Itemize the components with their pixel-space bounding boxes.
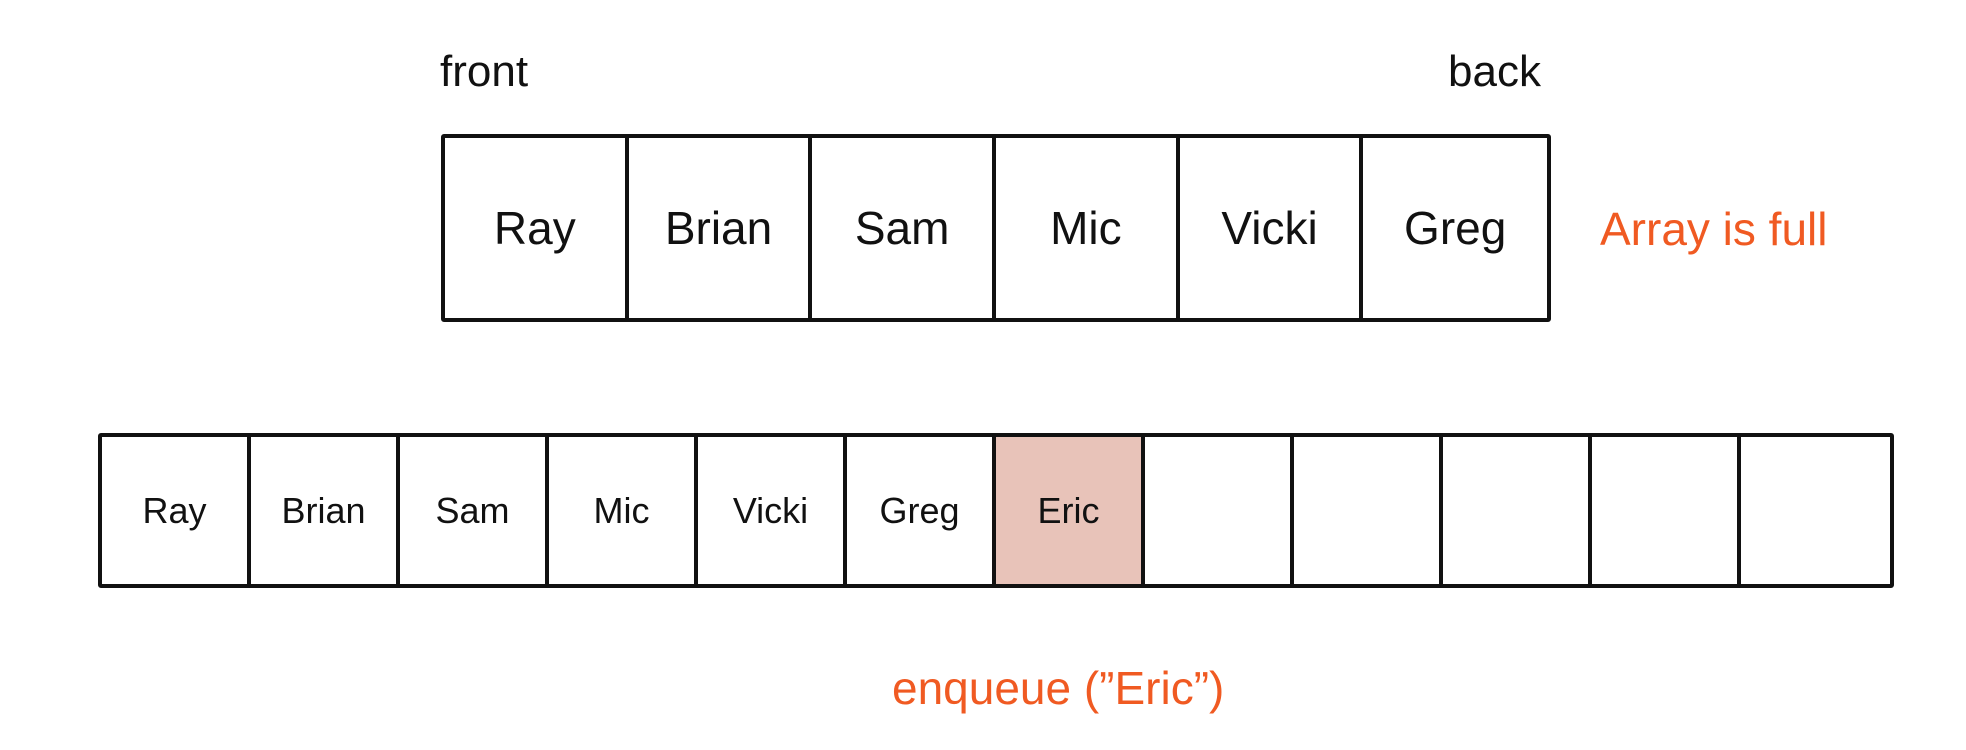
array-cell: Greg: [847, 437, 996, 584]
original-array: Ray Brian Sam Mic Vicki Greg: [441, 134, 1551, 322]
enqueue-operation-label: enqueue (”Eric”): [892, 662, 1225, 714]
array-cell-empty: [1294, 437, 1443, 584]
back-label: back: [1448, 47, 1541, 96]
array-cell: Brian: [251, 437, 400, 584]
array-cell: Vicki: [698, 437, 847, 584]
array-cell-empty: [1741, 437, 1890, 584]
array-cell: Ray: [445, 138, 629, 318]
array-cell-empty: [1592, 437, 1741, 584]
array-cell-empty: [1443, 437, 1592, 584]
array-cell: Greg: [1404, 202, 1507, 254]
array-cell: Vicki: [1180, 138, 1364, 318]
array-cell: Mic: [996, 138, 1180, 318]
array-cell: Brian: [629, 138, 813, 318]
array-cell: Mic: [549, 437, 698, 584]
array-cell: Sam: [400, 437, 549, 584]
front-label: front: [440, 47, 529, 96]
array-cell: Sam: [812, 138, 997, 318]
expanded-array: Ray Brian Sam Mic Vicki Greg Eric: [98, 433, 1894, 588]
array-cell: Ray: [102, 437, 251, 584]
array-cell-new: Eric: [996, 437, 1145, 584]
array-cell-empty: [1145, 437, 1294, 584]
array-full-note: Array is full: [1600, 203, 1828, 255]
